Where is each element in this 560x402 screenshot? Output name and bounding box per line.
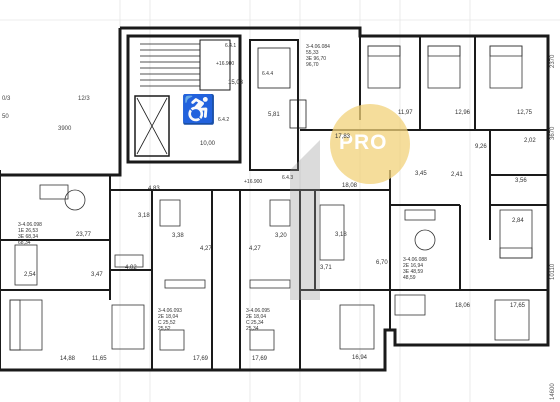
room-area: 11,97 — [398, 110, 413, 116]
stair-label: 6.4.3 — [282, 175, 294, 181]
room-area: 6,70 — [376, 260, 388, 266]
room-area: 2,41 — [451, 172, 463, 178]
room-area: 3,45 — [415, 171, 427, 177]
stair-label: 6.4.1 — [225, 43, 237, 49]
dimension-label: 50 — [2, 114, 9, 120]
room-area: 3,18 — [335, 232, 347, 238]
room-area: 3,20 — [275, 233, 287, 239]
room-area: 10,00 — [200, 141, 216, 147]
stair-label: 6.4.2 — [218, 117, 230, 123]
room-area: 3,56 — [515, 178, 527, 184]
apartment-tag: 3-4.06.095 2E 18,04 C 25,34 25,34 — [246, 308, 270, 332]
apartment-tag: 3-4.06.093 2E 18,04 C 25,52 25,52 — [158, 308, 182, 332]
interior-walls — [0, 36, 548, 370]
axis-label: 12/3 — [78, 96, 90, 102]
dimension-label: 10110 — [550, 263, 556, 280]
room-area: 4,83 — [148, 186, 160, 192]
furniture — [9, 45, 533, 351]
watermark-text: PRO — [339, 131, 388, 154]
room-area: 23,77 — [76, 232, 92, 238]
level-label: +16.900 — [216, 61, 235, 67]
dimension-label: 2370 — [550, 54, 556, 68]
apartment-tag: 3-4.06.088 2E 16,94 3E 48,59 48,59 — [403, 257, 427, 281]
room-area: 12,75 — [517, 110, 533, 116]
apartment-tag: 3-4.06.098 1E 26,53 3E 68,34 68,34 — [18, 222, 42, 246]
stair-core — [126, 34, 307, 171]
room-area: 3,18 — [138, 213, 150, 219]
room-area: 9,26 — [475, 144, 487, 150]
room-area: 4,27 — [249, 246, 261, 252]
room-area: 17,65 — [510, 303, 526, 309]
dimension-label: 3670 — [550, 126, 556, 140]
shadow — [290, 140, 320, 300]
room-area: 2,02 — [524, 138, 536, 144]
room-area: 16,94 — [352, 355, 368, 361]
room-area: 3,71 — [320, 265, 332, 271]
room-area: 17,83 — [335, 134, 351, 140]
accessibility-icon: ♿ — [181, 94, 216, 125]
room-area: 18,08 — [342, 183, 358, 189]
room-area: 18,06 — [455, 303, 471, 309]
room-area: 5,81 — [268, 112, 280, 118]
stair-label: 6.4.4 — [262, 71, 274, 77]
room-area: 17,69 — [193, 356, 209, 362]
outer-walls — [0, 26, 550, 372]
room-area: 2,84 — [512, 218, 524, 224]
room-area: 12,96 — [455, 110, 471, 116]
room-area: 2,54 — [24, 272, 36, 278]
room-area: 11,65 — [92, 356, 107, 362]
dimension-label: 3900 — [58, 126, 72, 132]
room-area: 14,88 — [60, 356, 76, 362]
room-area: 3,47 — [91, 272, 103, 278]
dimension-label: 14600 — [550, 383, 556, 400]
room-area: 4,02 — [125, 265, 137, 271]
axis-label: 0/3 — [2, 96, 11, 102]
room-area: 3,38 — [172, 233, 184, 239]
level-label: +16.900 — [244, 179, 263, 185]
room-area: 15,03 — [228, 80, 244, 86]
watermark-circle — [330, 104, 410, 184]
room-area: 4,27 — [200, 246, 212, 252]
room-area: 17,69 — [252, 356, 268, 362]
